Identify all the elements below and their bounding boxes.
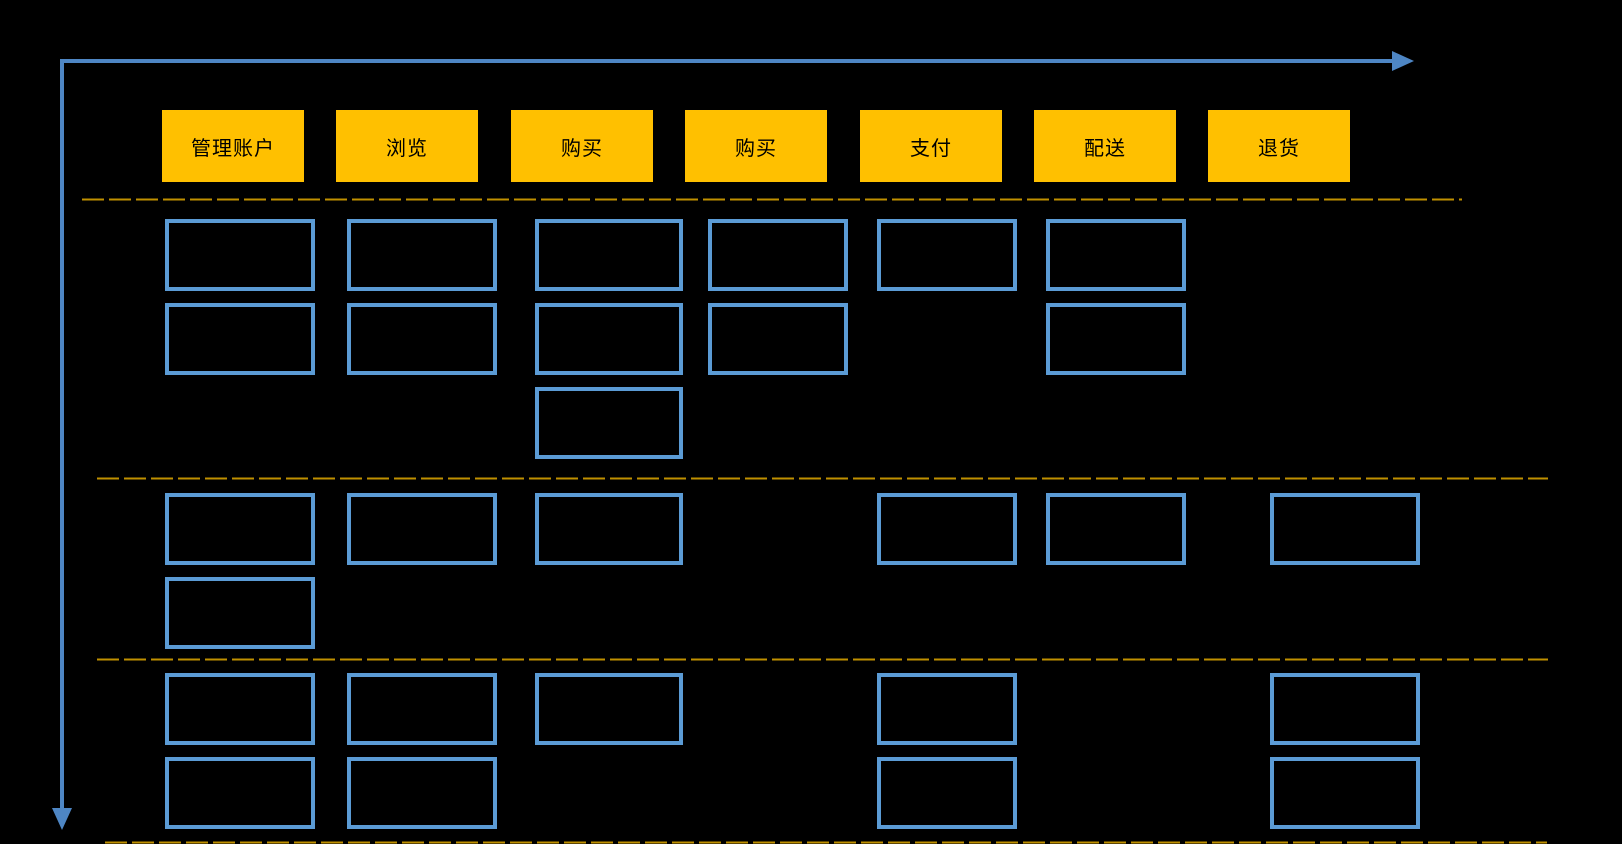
story-card <box>165 493 315 565</box>
story-card <box>535 493 683 565</box>
story-card <box>165 757 315 829</box>
story-card <box>877 219 1017 291</box>
story-card <box>708 303 848 375</box>
story-card <box>347 757 497 829</box>
story-card <box>1270 673 1420 745</box>
arrowhead-down-icon <box>52 808 72 830</box>
story-card <box>165 577 315 649</box>
story-card <box>535 673 683 745</box>
story-card <box>165 219 315 291</box>
activity-header-pay: 支付 <box>860 110 1002 182</box>
story-card <box>877 493 1017 565</box>
story-card <box>347 303 497 375</box>
story-card <box>1270 757 1420 829</box>
story-card <box>165 303 315 375</box>
activity-header-delivery: 配送 <box>1034 110 1176 182</box>
arrowhead-right-icon <box>1392 51 1414 71</box>
activity-header-purchase-1: 购买 <box>511 110 653 182</box>
story-card <box>708 219 848 291</box>
story-card <box>347 493 497 565</box>
activity-header-purchase-2: 购买 <box>685 110 827 182</box>
activity-header-browse: 浏览 <box>336 110 478 182</box>
story-card <box>877 757 1017 829</box>
story-card <box>535 219 683 291</box>
activity-header-returns: 退货 <box>1208 110 1350 182</box>
story-card <box>877 673 1017 745</box>
story-card <box>1046 493 1186 565</box>
story-card <box>347 219 497 291</box>
story-card <box>1046 219 1186 291</box>
activity-header-manage-account: 管理账户 <box>162 110 304 182</box>
story-card <box>535 387 683 459</box>
story-card <box>165 673 315 745</box>
story-card <box>535 303 683 375</box>
story-card <box>347 673 497 745</box>
story-card <box>1270 493 1420 565</box>
story-card <box>1046 303 1186 375</box>
